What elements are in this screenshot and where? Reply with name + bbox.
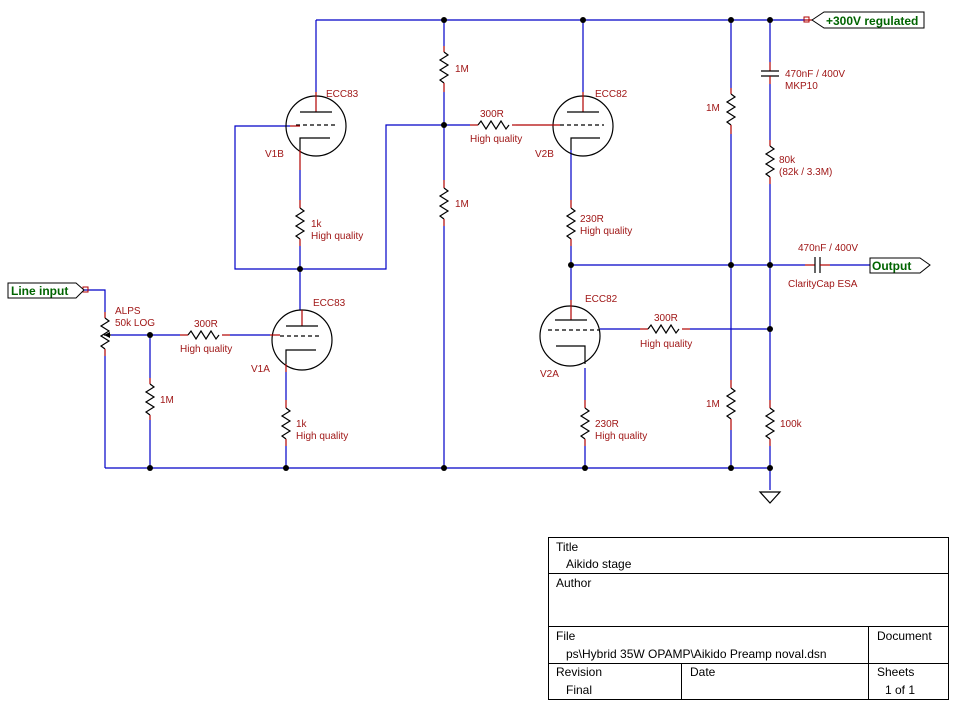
tube-v1a-ref: V1A <box>251 364 270 375</box>
resistor-input-leak: 1M <box>144 378 174 420</box>
title-label: Title <box>556 540 579 554</box>
resistor-div-top-value: 1M <box>455 64 469 75</box>
resistor-v2a-cathode-value: 230R <box>595 419 619 430</box>
sheets-label: Sheets <box>877 665 915 679</box>
net-label-output: Output <box>869 257 931 274</box>
potentiometer-name: ALPS <box>115 306 141 317</box>
resistor-v1b-cathode: 1k High quality <box>294 200 363 246</box>
revision-label: Revision <box>556 665 603 679</box>
tube-v2a: ECC82 V2A <box>539 294 618 380</box>
sheets-value: 1 of 1 <box>885 683 916 697</box>
resistor-filter-value: 80k <box>779 155 796 166</box>
document-label: Document <box>877 629 932 643</box>
capacitor-output-value: 470nF / 400V <box>798 243 858 254</box>
author-row <box>548 573 949 627</box>
author-label: Author <box>556 576 592 590</box>
resistor-v2b-grid-stop-note: High quality <box>470 134 522 145</box>
ground-symbol <box>758 491 782 504</box>
resistor-filter-note: (82k / 3.3M) <box>779 167 832 178</box>
sheets-cell <box>868 663 949 700</box>
tube-v1a-type: ECC83 <box>313 298 346 309</box>
resistor-v2a-grid-stop-value: 300R <box>654 313 678 324</box>
resistor-filter: 80k (82k / 3.3M) <box>764 140 832 184</box>
resistor-right-bot-value: 1M <box>706 399 720 410</box>
schematic-diagram: +300V regulated Line input Output ECC83 … <box>7 11 931 504</box>
tube-v1b-ref: V1B <box>265 149 284 160</box>
resistor-v2b-cathode-value: 230R <box>580 214 604 225</box>
resistor-v2a-grid-stop: 300R High quality <box>640 313 692 350</box>
potentiometer: ALPS 50k LOG <box>99 306 155 356</box>
resistor-div-top: 1M <box>438 46 469 92</box>
capacitor-supply: 470nF / 400V MKP10 <box>761 62 845 92</box>
resistor-v2a-grid-stop-note: High quality <box>640 339 692 350</box>
tube-v1b: ECC83 V1B <box>265 89 359 170</box>
resistor-v1a-cathode-value: 1k <box>296 419 308 430</box>
resistor-div-bot-value: 1M <box>455 199 469 210</box>
resistor-v2b-grid-stop-value: 300R <box>480 109 504 120</box>
net-label-input: Line input <box>7 282 89 299</box>
resistor-input-grid-stop-note: High quality <box>180 344 232 355</box>
net-label-supply: +300V regulated <box>803 11 925 29</box>
capacitor-output: 470nF / 400V ClarityCap ESA <box>788 243 858 290</box>
tube-v2b-ref: V2B <box>535 149 554 160</box>
svg-text:Line input: Line input <box>11 284 68 298</box>
resistor-div-bot: 1M <box>438 180 469 226</box>
resistor-v2a-cathode-note: High quality <box>595 431 647 442</box>
tube-v1a: ECC83 V1A <box>251 298 346 375</box>
resistor-bias: 100k <box>764 400 803 446</box>
resistor-v2b-cathode-note: High quality <box>580 226 632 237</box>
tube-v2a-type: ECC82 <box>585 294 618 305</box>
resistor-right-bot: 1M <box>706 380 737 430</box>
tube-v1b-type: ECC83 <box>326 89 359 100</box>
svg-text:Output: Output <box>872 259 911 273</box>
resistor-v2a-cathode: 230R High quality <box>579 400 647 446</box>
resistor-v2b-cathode: 230R High quality <box>565 200 632 246</box>
wires <box>72 19 870 490</box>
tube-v2b: ECC82 V2B <box>516 89 628 160</box>
resistor-v2b-grid-stop: 300R High quality <box>470 109 522 145</box>
svg-text:+300V regulated: +300V regulated <box>826 14 918 28</box>
file-value: ps\Hybrid 35W OPAMP\Aikido Preamp noval.… <box>566 647 827 661</box>
resistor-v1a-cathode: 1k High quality <box>280 400 348 446</box>
file-label: File <box>556 629 576 643</box>
capacitor-output-note: ClarityCap ESA <box>788 279 858 290</box>
junctions <box>147 17 773 471</box>
title-value: Aikido stage <box>566 557 632 571</box>
resistor-input-grid-stop-value: 300R <box>194 319 218 330</box>
capacitor-supply-value: 470nF / 400V <box>785 69 845 80</box>
resistor-v1b-cathode-note: High quality <box>311 231 363 242</box>
resistor-v1b-cathode-value: 1k <box>311 219 323 230</box>
tube-v2a-ref: V2A <box>540 369 559 380</box>
resistor-right-top-value: 1M <box>706 103 720 114</box>
date-label: Date <box>690 665 716 679</box>
capacitor-supply-note: MKP10 <box>785 81 818 92</box>
resistor-right-top: 1M <box>706 88 737 134</box>
resistor-bias-value: 100k <box>780 419 803 430</box>
potentiometer-value: 50k LOG <box>115 318 155 329</box>
revision-value: Final <box>566 683 593 697</box>
resistor-v1a-cathode-note: High quality <box>296 431 348 442</box>
resistor-input-grid-stop: 300R High quality <box>180 319 232 355</box>
tube-v2b-type: ECC82 <box>595 89 628 100</box>
resistor-input-leak-value: 1M <box>160 395 174 406</box>
